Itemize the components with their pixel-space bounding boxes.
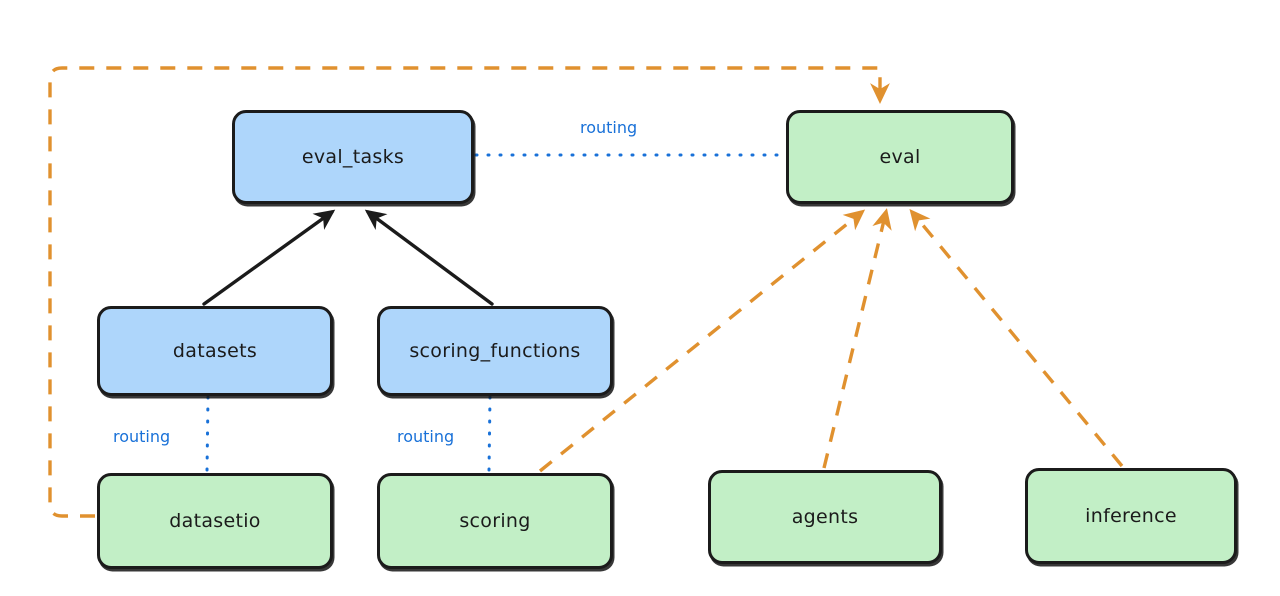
node-label-eval: eval [879, 145, 921, 168]
edge-scoring-functions-to-eval-tasks [364, 209, 494, 306]
node-label-eval-tasks: eval_tasks [301, 145, 405, 168]
node-inference[interactable]: inference [1025, 468, 1237, 564]
node-label-datasets: datasets [172, 339, 258, 362]
edge-datasets-to-eval-tasks [202, 209, 336, 306]
edge-inference-to-eval [909, 208, 1124, 468]
node-label-inference: inference [1085, 504, 1177, 527]
node-scoring-functions[interactable]: scoring_functions [377, 306, 613, 396]
edge-scoring-functions-to-scoring [487, 395, 492, 473]
node-datasetio[interactable]: datasetio [97, 473, 333, 569]
node-label-scoring: scoring [459, 509, 531, 532]
node-eval[interactable]: eval [786, 110, 1014, 204]
node-label-datasetio: datasetio [169, 509, 261, 532]
edge-label-routing-scoring-functions: routing [397, 427, 455, 446]
node-eval-tasks[interactable]: eval_tasks [232, 110, 474, 204]
node-label-agents: agents [791, 505, 859, 528]
node-agents[interactable]: agents [708, 470, 942, 564]
edge-agents-to-eval [822, 208, 892, 469]
node-scoring[interactable]: scoring [377, 473, 613, 569]
edge-label-routing-datasets: routing [113, 427, 171, 446]
node-label-scoring-functions: scoring_functions [409, 339, 581, 362]
edge-label-routing-eval-tasks: routing [580, 118, 638, 137]
edge-datasets-to-datasetio [205, 395, 210, 473]
node-datasets[interactable]: datasets [97, 306, 333, 396]
